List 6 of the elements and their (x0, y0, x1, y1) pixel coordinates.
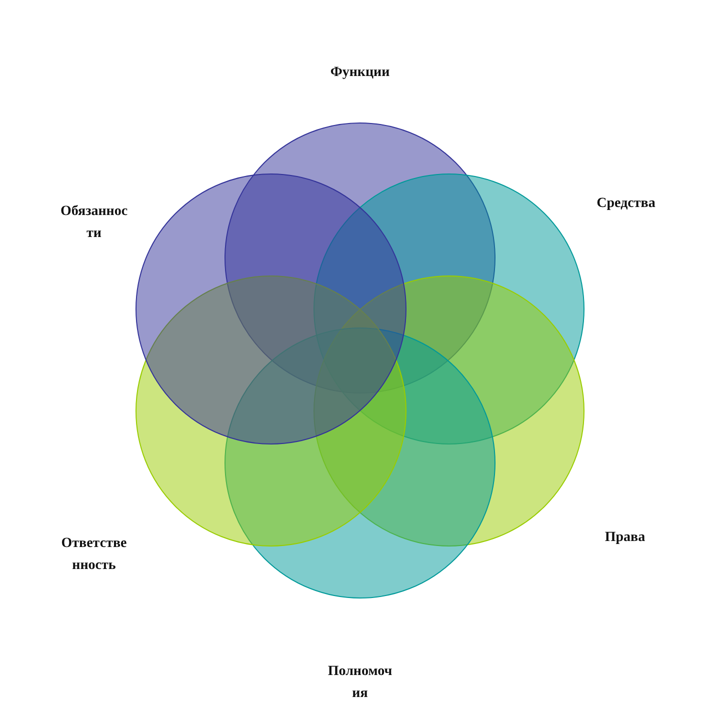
circle-label: Полномочия (326, 663, 394, 703)
circle-label: Обязанности (59, 203, 129, 243)
circle-label: Средства (596, 195, 656, 213)
circle-label: Права (604, 529, 646, 547)
circle-label: Функции (329, 64, 391, 82)
circle-label: Ответственность (60, 535, 128, 575)
